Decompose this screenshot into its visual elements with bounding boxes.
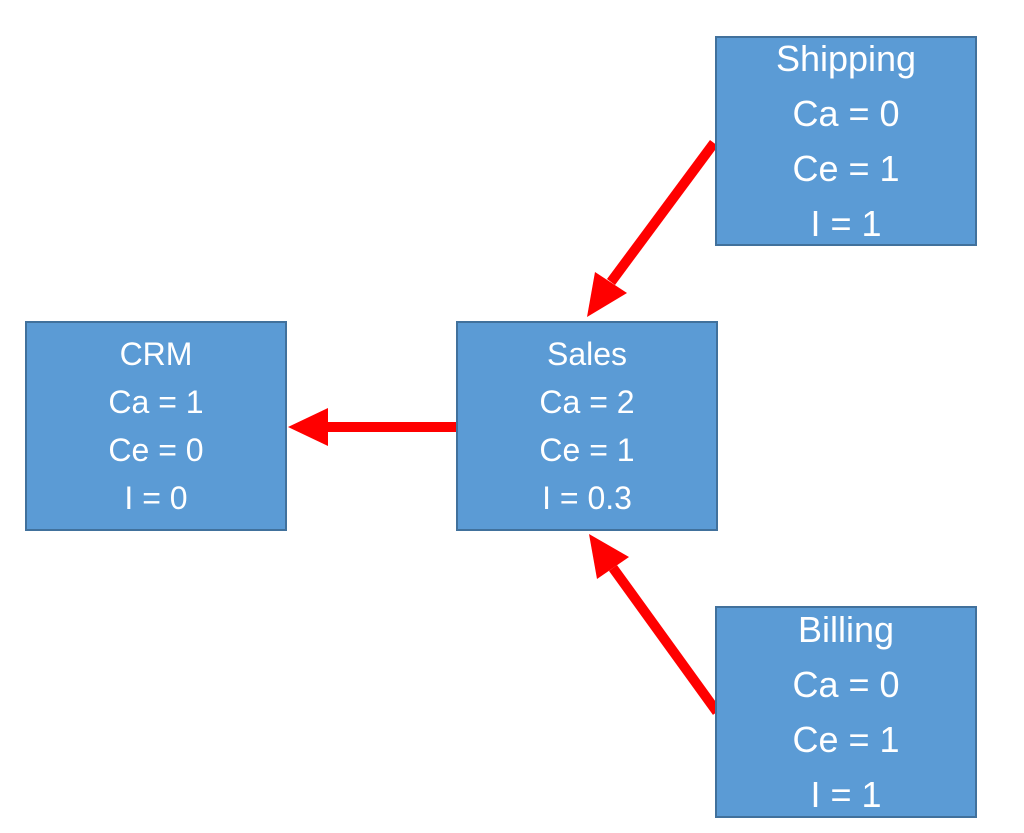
node-billing: Billing Ca = 0 Ce = 1 I = 1 <box>715 606 977 818</box>
node-crm: CRM Ca = 1 Ce = 0 I = 0 <box>25 321 287 531</box>
node-billing-instability: I = 1 <box>810 774 882 815</box>
arrow-billing-to-sales <box>589 534 722 715</box>
node-crm-title: CRM <box>119 336 193 372</box>
node-billing-title: Billing <box>797 609 895 650</box>
node-billing-ca: Ca = 0 <box>792 664 900 705</box>
node-shipping-title: Shipping <box>775 38 917 79</box>
node-sales: Sales Ca = 2 Ce = 1 I = 0.3 <box>456 321 718 531</box>
node-sales-ce: Ce = 1 <box>539 432 635 468</box>
node-crm-ca: Ca = 1 <box>108 384 204 420</box>
node-billing-ce: Ce = 1 <box>792 719 900 760</box>
node-crm-ce: Ce = 0 <box>108 432 204 468</box>
node-shipping: Shipping Ca = 0 Ce = 1 I = 1 <box>715 36 977 246</box>
node-sales-title: Sales <box>546 336 628 372</box>
node-crm-instability: I = 0 <box>124 480 188 516</box>
arrow-sales-to-crm <box>288 408 456 446</box>
node-shipping-instability: I = 1 <box>810 203 882 244</box>
node-shipping-ce: Ce = 1 <box>792 148 900 189</box>
node-shipping-ca: Ca = 0 <box>792 93 900 134</box>
node-sales-instability: I = 0.3 <box>542 480 632 516</box>
arrow-shipping-to-sales <box>587 140 719 317</box>
node-sales-ca: Ca = 2 <box>539 384 635 420</box>
